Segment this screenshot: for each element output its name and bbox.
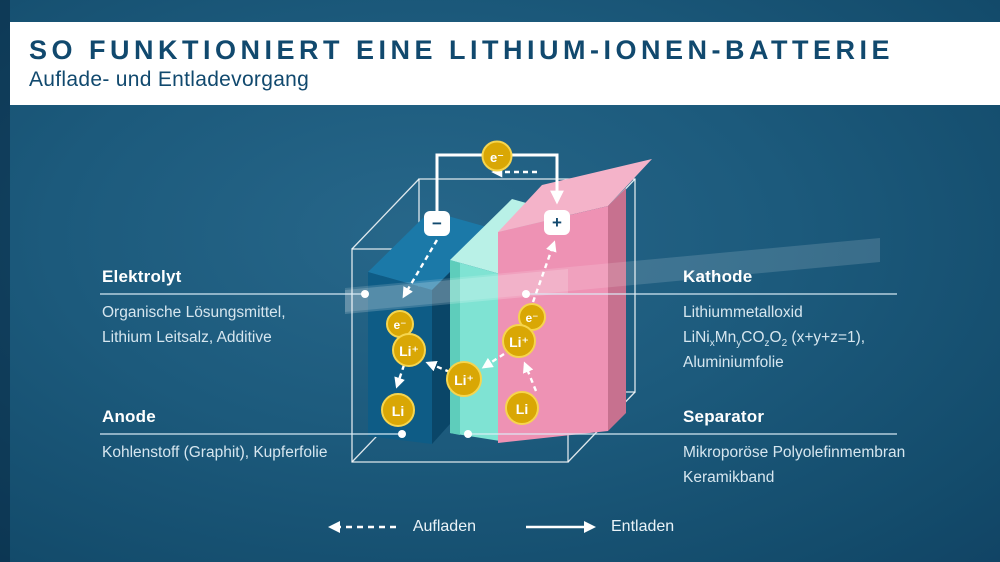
svg-text:Li⁺: Li⁺ (454, 372, 474, 388)
anode-title: Anode (102, 407, 156, 426)
svg-text:e⁻: e⁻ (525, 311, 538, 325)
discharge-arrow-icon (526, 521, 596, 533)
charge-arrow-icon (327, 521, 396, 533)
electron-kathode: e⁻ (518, 303, 546, 331)
kathode-formula: LiNixMnyCOzO2 (x+y+z=1), (683, 329, 866, 350)
svg-text:Li⁺: Li⁺ (509, 334, 529, 350)
separator-line1: Mikroporöse Polyolefinmembran (683, 444, 906, 461)
elektrolyt-line1: Organische Lösungsmittel, (102, 304, 286, 321)
terminal-plus: + (552, 213, 562, 232)
kathode-description: Lithiummetalloxid LiNixMnyCOzO2 (x+y+z=1… (683, 300, 865, 375)
elektrolyt-title: Elektrolyt (102, 267, 182, 286)
arrow-minus-to-electron (402, 239, 439, 299)
electrolyte-band (345, 238, 880, 314)
header-banner: SO FUNKTIONIERT EINE LITHIUM-IONEN-BATTE… (10, 22, 1000, 105)
lithium-ion-anode: Li⁺ (392, 333, 426, 367)
terminals: − + (424, 210, 570, 236)
kathode-slab (498, 159, 652, 443)
separator-line2: Keramikband (683, 469, 775, 486)
terminal-minus: − (432, 214, 442, 233)
svg-text:Li: Li (392, 403, 404, 419)
page-title: SO FUNKTIONIERT EINE LITHIUM-IONEN-BATTE… (29, 35, 894, 66)
label-connectors (100, 293, 897, 435)
svg-text:Li: Li (516, 401, 528, 417)
anode-description: Kohlenstoff (Graphit), Kupferfolie (102, 444, 328, 461)
separator-description: Mikroporöse Polyolefinmembran Keramikban… (683, 440, 905, 490)
connector-dots (361, 290, 530, 438)
legend-discharge-label: Entladen (611, 518, 675, 535)
elektrolyt-description: Organische Lösungsmittel, Lithium Leitsa… (102, 300, 286, 350)
kathode-line1: Lithiummetalloxid (683, 304, 803, 321)
separator-title: Separator (683, 407, 765, 426)
arrow-li-to-ion-right (523, 361, 538, 392)
charge-flow-arrows (394, 239, 557, 392)
svg-text:e⁻: e⁻ (490, 150, 504, 165)
legend-charge-label: Aufladen (412, 518, 476, 535)
legend: Aufladen Entladen (0, 518, 1000, 536)
elektrolyt-line2: Lithium Leitsalz, Additive (102, 329, 272, 346)
lithium-ion-kathode: Li⁺ (502, 324, 536, 358)
arrow-mid-to-left-ion (425, 361, 451, 374)
svg-text:e⁻: e⁻ (393, 318, 406, 332)
kathode-title: Kathode (683, 267, 753, 286)
svg-text:Li⁺: Li⁺ (399, 343, 419, 359)
left-edge-strip (0, 0, 10, 562)
electron-wire: e⁻ (481, 140, 513, 172)
arrow-ion-to-li-left (394, 364, 406, 389)
arrow-right-to-mid-ion (481, 352, 505, 369)
arrow-electron-to-plus (531, 240, 557, 303)
anode-slab (368, 211, 494, 444)
lithium-kathode: Li (505, 391, 539, 425)
kathode-line3: Aluminiumfolie (683, 354, 784, 371)
page-subtitle: Auflade- und Entladevorgang (29, 67, 310, 91)
lithium-anode: Li (381, 393, 415, 427)
lithium-ion-separator: Li⁺ (446, 361, 482, 397)
particles: e⁻ e⁻ Li⁺ Li Li⁺ e⁻ (381, 140, 546, 427)
